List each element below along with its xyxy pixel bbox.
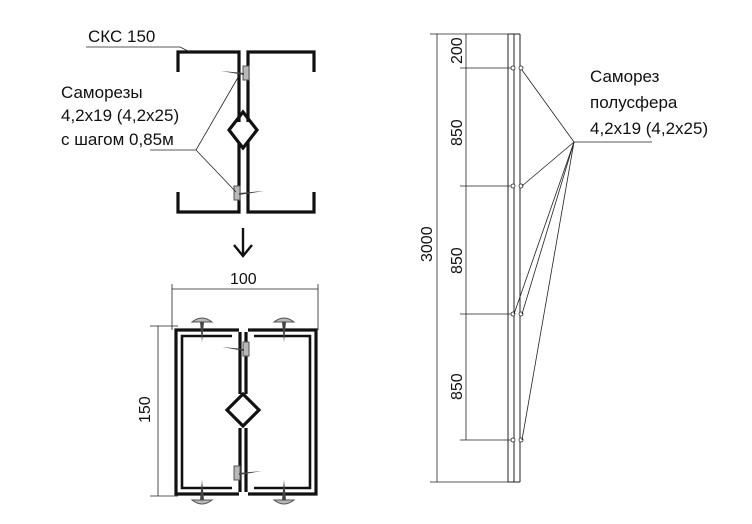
width-dimension-text: 100	[230, 271, 257, 288]
assembled-right-inner	[254, 334, 312, 490]
height-dimension-text: 150	[137, 396, 154, 423]
left-profile-bottom	[176, 142, 241, 214]
screw-head-bottom	[233, 185, 241, 201]
screw-right-label-line2: полусфера	[590, 93, 678, 112]
profiles-separate	[176, 50, 316, 214]
side-elevation	[430, 33, 652, 483]
assembled-left-outer	[174, 328, 239, 496]
screws-label-line3: с шагом 0,85м	[61, 130, 174, 149]
profile-name-label: СКС 150	[88, 27, 155, 46]
screws-label-line2: 4,2х19 (4,2х25)	[61, 106, 179, 125]
down-arrow-icon	[233, 228, 253, 258]
screw-shank-top	[221, 71, 244, 75]
profile-name-leader	[86, 46, 191, 53]
bottom-screw-head-right	[272, 499, 296, 505]
web-screw-bottom	[233, 465, 241, 481]
height-dimension	[150, 325, 178, 497]
right-profile-bottom	[246, 142, 316, 214]
assembled-diamond	[224, 391, 262, 429]
spacing-3-text: 850	[449, 247, 466, 274]
assembled-left-inner	[180, 334, 232, 490]
assembled-right-outer	[248, 328, 318, 496]
profiles-assembled	[174, 317, 318, 505]
right-profile-top	[246, 50, 316, 122]
top-screw-head-left	[190, 317, 214, 323]
left-profile-top	[176, 50, 241, 122]
screws-label-line1: Саморезы	[61, 83, 143, 102]
screw-right-label-line1: Саморез	[590, 67, 660, 86]
spacing-2-text: 850	[449, 119, 466, 146]
spacing-1-text: 200	[449, 37, 466, 64]
center-diamond	[226, 109, 260, 151]
width-dimension	[171, 284, 319, 330]
screw-right-label-line3: 4,2х19 (4,2х25)	[590, 119, 708, 138]
spacing-4-text: 850	[449, 373, 466, 400]
screw-head-top	[242, 65, 250, 81]
screw-shank-bottom	[239, 191, 264, 195]
bottom-screw-head-left	[190, 499, 214, 505]
top-screw-head-right	[272, 317, 296, 323]
screws-leader-b	[195, 149, 237, 193]
web-screw-top	[242, 341, 250, 357]
total-length-text: 3000	[419, 226, 436, 262]
